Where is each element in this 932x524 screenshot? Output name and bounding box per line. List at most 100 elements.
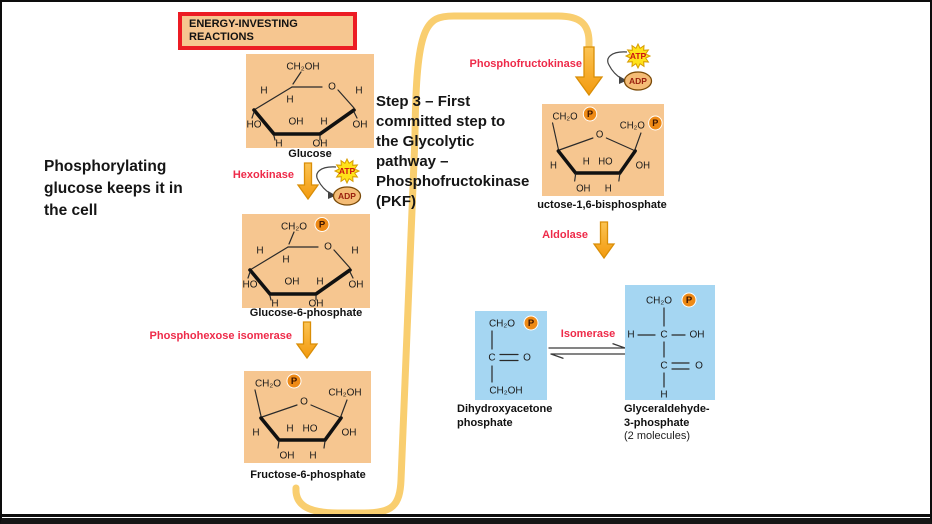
atom-label: OH	[289, 117, 304, 128]
atp-label: ATP	[630, 51, 647, 61]
molecule-box-f16bp: CH₂O P CH₂O P O H HO H OH OH H	[542, 104, 664, 196]
atom-label: CH₂O	[489, 319, 515, 330]
arrowhead-icon	[619, 76, 627, 84]
phosphate-group-icon	[681, 292, 697, 308]
note-line: the cell	[44, 202, 98, 219]
molecule-box-g3p: CH₂O P H C OH C O H	[625, 285, 715, 401]
bottom-rule	[2, 514, 930, 517]
phosphate-label: P	[686, 295, 693, 306]
adp-oval-icon	[332, 186, 362, 206]
atom-label: OH	[309, 299, 324, 308]
atom-label: OH	[285, 277, 300, 288]
ring-oxygen-label: O	[300, 397, 308, 408]
title-box-energy-investing-reactions: ENERGY-INVESTING REACTIONS	[178, 12, 357, 50]
molecule-label-line: Dihydroxyacetone	[457, 403, 553, 415]
note-line: Phosphorylating	[44, 158, 167, 175]
atom-label: CH₂OH	[489, 386, 522, 397]
molecule-note: (2 molecules)	[624, 430, 691, 442]
molecule-label-f16bp: uctose-1,6-bisphosphate	[537, 199, 667, 211]
atom-label: H	[320, 117, 327, 128]
atom-label: HO	[247, 120, 262, 131]
atom-label: CH₂OH	[328, 388, 361, 399]
molecule-label-glucose: Glucose	[288, 148, 332, 160]
phosphate-group-icon	[582, 106, 598, 122]
note-step3-pfk: Step 3 – First committed step to the Gly…	[376, 92, 548, 212]
atp-to-adp-arrow-icon	[607, 51, 628, 80]
phosphate-label: P	[587, 109, 593, 119]
atom-label: CH₂O	[553, 111, 578, 122]
molecule-label-g3p: Glyceraldehyde- 3-phosphate (2 molecules…	[624, 403, 744, 444]
phosphate-group-icon	[314, 217, 330, 232]
title-line: REACTIONS	[189, 31, 254, 43]
note-line: (PKF)	[376, 193, 416, 210]
atom-label: H	[260, 86, 267, 97]
molecule-label-f6p: Fructose-6-phosphate	[250, 469, 366, 481]
g3p-structure: CH₂O P H C OH C O H	[627, 292, 705, 401]
atom-label: OH	[342, 428, 357, 439]
atom-label: CH₂O	[620, 120, 645, 131]
atp-to-adp-arrow-icon	[316, 166, 337, 195]
atom-label: OH	[349, 280, 364, 291]
phosphate-group-icon	[286, 373, 302, 389]
ring-oxygen-label: O	[324, 242, 332, 253]
atom-label: OH	[636, 160, 650, 171]
note-line: committed step to	[376, 113, 506, 130]
molecule-label-line: Glyceraldehyde-	[624, 403, 710, 415]
molecule-label-line: 3-phosphate	[624, 416, 690, 429]
adp-label: ADP	[629, 76, 647, 86]
phosphofructokinase-arrow-icon	[574, 46, 604, 97]
note-line: Step 3 – First	[376, 93, 471, 110]
note-line: pathway –	[376, 153, 449, 170]
phosphohexose-isomerase-arrow-icon	[295, 321, 319, 360]
atom-label: OH	[280, 451, 295, 462]
atom-label: C	[660, 361, 667, 372]
aldolase-arrow-icon	[592, 221, 616, 260]
g6p-structure: CH₂O P O H H H OH H HO OH H OH	[243, 217, 364, 310]
enzyme-label-aldolase: Aldolase	[542, 229, 588, 241]
atom-label: H	[282, 255, 289, 266]
atom-label: CH₂O	[646, 296, 672, 307]
atom-label: H	[316, 277, 323, 288]
dhap-structure: CH₂O P C O CH₂OH	[488, 315, 539, 397]
atom-label: H	[309, 451, 316, 462]
molecule-label-g6p: Glucose-6-phosphate	[249, 307, 363, 319]
atp-adp-group-hexokinase: ATP ADP	[316, 158, 362, 206]
note-phosphorylating-glucose: Phosphorylating glucose keeps it in the …	[44, 156, 224, 222]
molecule-box-g6p: CH₂O P O H H H OH H HO OH H OH	[242, 214, 370, 310]
atom-label: OH	[576, 183, 590, 194]
atom-label: HO	[598, 156, 613, 167]
atom-label: C	[660, 330, 667, 341]
enzyme-label-isomerase: Isomerase	[560, 328, 616, 340]
atom-label: H	[275, 139, 282, 148]
atom-label: H	[627, 330, 634, 341]
equilibrium-arrows-icon	[548, 343, 628, 359]
atom-label: CH₂OH	[286, 62, 319, 73]
title-line: ENERGY-INVESTING	[189, 18, 298, 30]
atom-label: H	[271, 299, 278, 308]
atom-label: C	[488, 353, 495, 364]
f16bp-structure: CH₂O P CH₂O P O H HO H OH OH H	[550, 106, 663, 195]
phosphate-label: P	[291, 376, 298, 387]
note-line: glucose keeps it in	[44, 180, 183, 197]
arrowhead-icon	[328, 191, 336, 199]
molecule-box-dhap: CH₂O P C O CH₂OH	[475, 311, 547, 400]
f6p-structure: CH₂O P CH₂OH O H HO H OH OH H	[252, 373, 362, 462]
ring-oxygen-label: O	[328, 82, 336, 93]
atom-label: H	[252, 428, 259, 439]
atp-label: ATP	[339, 166, 356, 176]
atom-label: O	[523, 353, 531, 364]
atp-starburst-icon	[624, 43, 652, 70]
ring-oxygen-label: O	[596, 129, 604, 140]
atom-label: HO	[303, 424, 318, 435]
atom-label: CH₂O	[255, 379, 281, 390]
atom-label: H	[550, 160, 557, 171]
atp-starburst-icon	[333, 158, 361, 185]
molecule-box-f6p: CH₂O P CH₂OH O H HO H OH OH H	[244, 371, 371, 463]
glucose-structure: CH₂OH O H H H OH H HO OH H OH	[247, 62, 368, 150]
atom-label: OH	[690, 330, 705, 341]
molecule-label-dhap: Dihydroxyacetone phosphate	[457, 403, 577, 430]
molecule-box-glucose: CH₂OH O H H H OH H HO OH H OH	[246, 54, 374, 150]
atom-label: O	[695, 361, 703, 372]
